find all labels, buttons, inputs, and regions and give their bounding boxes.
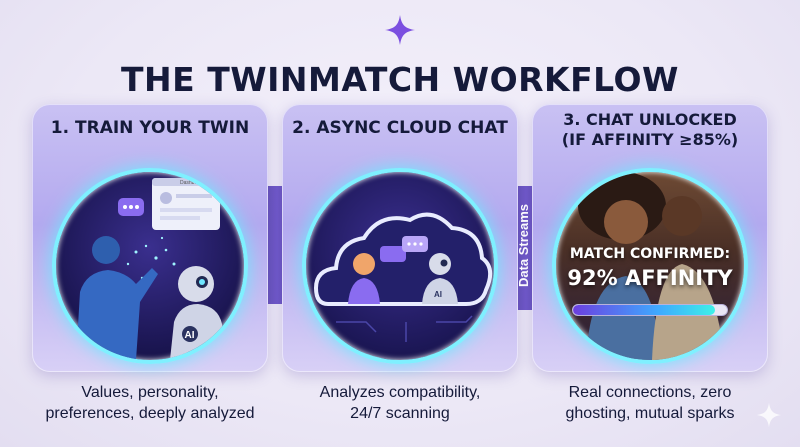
page-title: THE TWINMATCH WORKFLOW xyxy=(121,60,679,99)
step-caption-chat-unlocked: Real connections, zero ghosting, mutual … xyxy=(565,384,735,422)
match-confirmed-label: MATCH CONFIRMED: xyxy=(569,246,731,262)
sparkle-corner-icon xyxy=(756,402,782,428)
chat-bubble-icon xyxy=(118,198,144,216)
person-icon xyxy=(76,236,158,360)
ai-badge: AI xyxy=(434,290,442,299)
step-caption-train: Values, personality, preferences, deeply… xyxy=(45,384,255,422)
step-title: 2. ASYNC CLOUD CHAT xyxy=(292,118,508,138)
affinity-progress-fill xyxy=(573,305,715,315)
sparkle-icon xyxy=(385,15,415,45)
dashboard-window-icon: Dashboard xyxy=(152,178,220,230)
couple-photo xyxy=(552,168,748,364)
step-illustration-cloud-chat: AI xyxy=(302,168,498,364)
step-caption-cloud-chat: Analyzes compatibility, 24/7 scanning xyxy=(319,384,481,422)
step-title: 3. CHAT UNLOCKED (IF AFFINITY ≥85%) xyxy=(561,110,739,149)
affinity-progress-bar xyxy=(572,304,728,316)
robot-icon: AI xyxy=(170,266,226,360)
robot-icon: AI xyxy=(422,253,458,304)
ai-badge: AI xyxy=(185,330,195,341)
person-icon xyxy=(348,253,380,304)
dashboard-label: Dashboard xyxy=(180,180,205,186)
chat-bubble-icon xyxy=(380,236,428,262)
step-title: 1. TRAIN YOUR TWIN xyxy=(50,118,250,138)
step-illustration-train: Dashboard AI xyxy=(52,168,248,364)
affinity-value: 92% AFFINITY xyxy=(567,266,733,290)
